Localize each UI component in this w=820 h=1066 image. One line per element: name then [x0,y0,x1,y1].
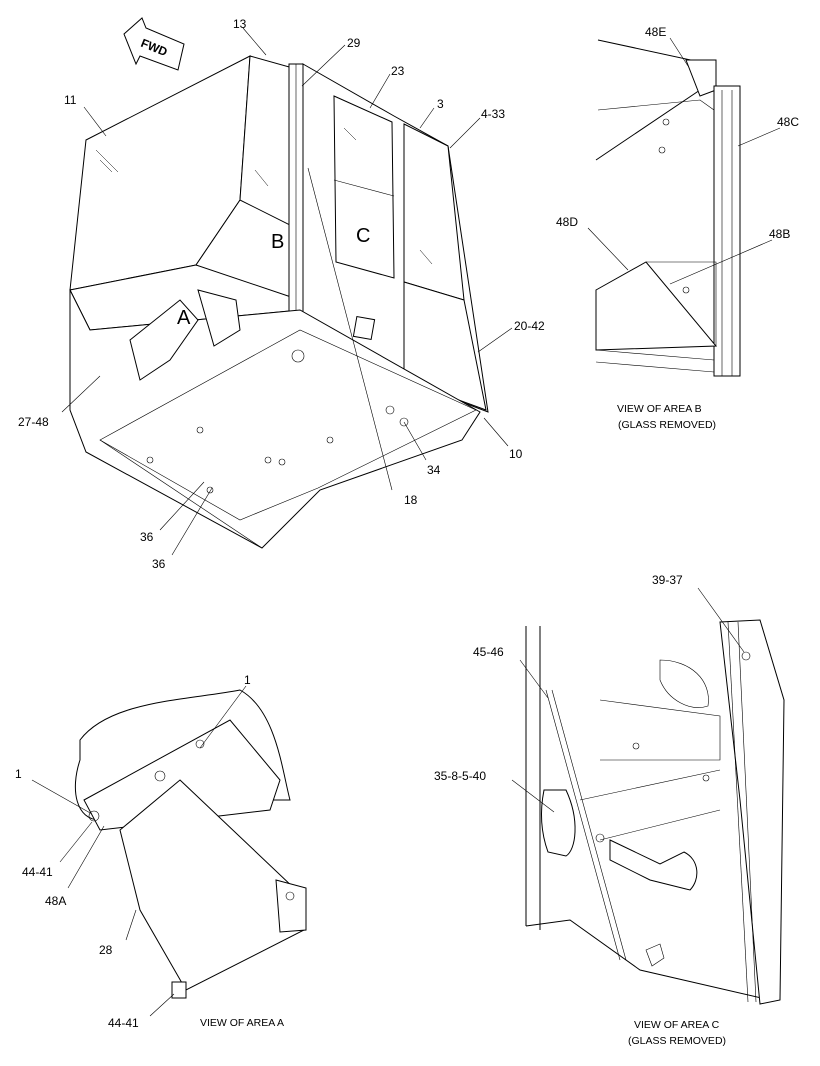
callout-29: 29 [347,36,361,50]
view-area-c: 39-37 45-46 35-8-5-40 VIEW OF AREA C (GL… [434,573,785,1047]
caption-area-c-line1: VIEW OF AREA C [634,1019,720,1031]
callout-36-upper: 36 [140,530,154,544]
area-letter-a: A [177,307,191,329]
area-letter-c: C [356,225,370,247]
callout-48e: 48E [645,25,666,39]
caption-area-a: VIEW OF AREA A [200,1017,284,1029]
callout-48b: 48B [769,227,790,241]
callout-28: 28 [99,943,113,957]
area-letter-b: B [271,231,284,253]
callout-36-lower: 36 [152,557,166,571]
view-area-b: 48E 48C 48D 48B VIEW OF AREA B (GLASS RE… [556,25,799,431]
callout-1-left: 1 [15,767,22,781]
callout-39-37: 39-37 [652,573,683,587]
view-area-a: 1 1 44-41 48A 28 44-41 VIEW OF AREA A [15,673,307,1030]
callout-10: 10 [509,447,523,461]
callout-1-upper: 1 [244,673,251,687]
callout-4-33: 4-33 [481,107,505,121]
callout-3: 3 [437,97,444,111]
callout-20-42: 20-42 [514,319,545,333]
callout-27-48: 27-48 [18,415,49,429]
caption-area-b-line2: (GLASS REMOVED) [618,419,716,431]
callout-48d: 48D [556,215,578,229]
callout-48a: 48A [45,894,66,908]
callout-48c: 48C [777,115,799,129]
fwd-arrow-icon: FWD [123,17,185,71]
callout-18: 18 [404,493,418,507]
callout-44-41-lower: 44-41 [108,1016,139,1030]
callout-35-8-5-40: 35-8-5-40 [434,769,486,783]
callout-44-41-upper: 44-41 [22,865,53,879]
callout-13: 13 [233,17,247,31]
callout-23: 23 [391,64,405,78]
callout-45-46: 45-46 [473,645,504,659]
callout-11: 11 [64,93,77,107]
cab-assembly-main-view: FWD [18,17,545,571]
caption-area-b-line1: VIEW OF AREA B [617,403,702,415]
callout-34: 34 [427,463,441,477]
caption-area-c-line2: (GLASS REMOVED) [628,1035,726,1047]
